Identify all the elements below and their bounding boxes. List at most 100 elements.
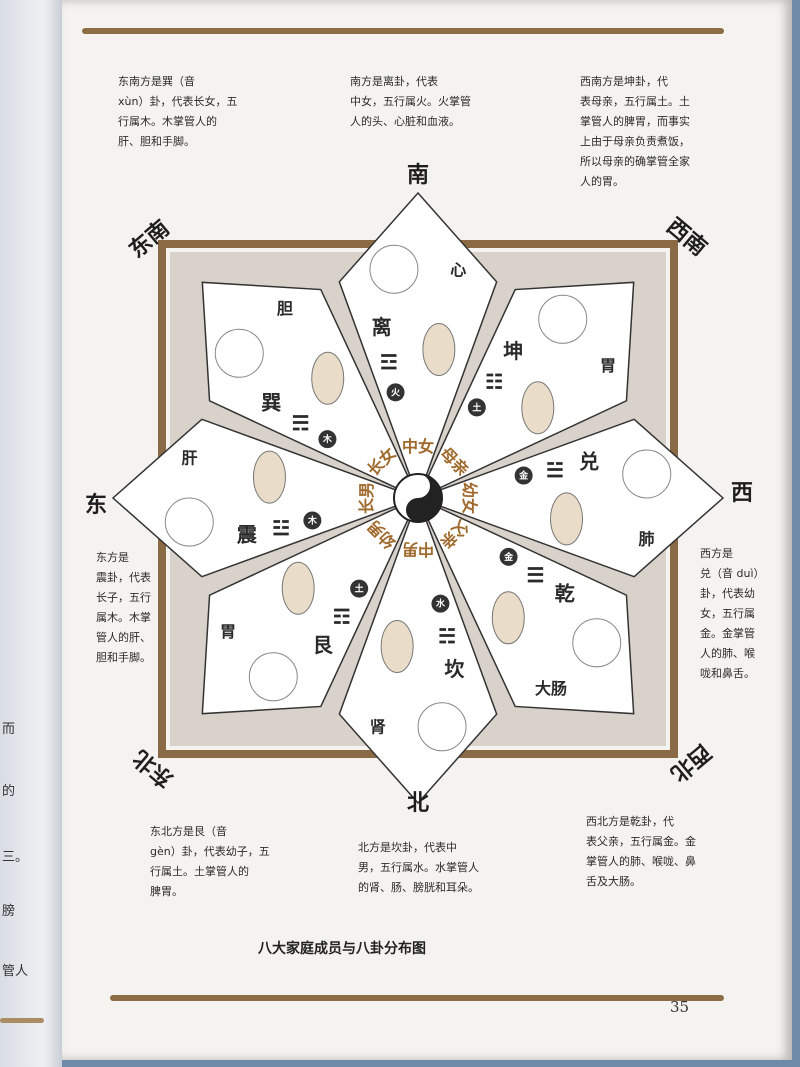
figure-caption: 八大家庭成员与八卦分布图: [258, 941, 426, 957]
family-member-label: 中男: [402, 540, 434, 559]
desc-line: 表父亲，五行属金。金: [586, 835, 696, 848]
desc-line: 卦，代表幼: [700, 587, 755, 600]
desc-north: 北方是坎卦，代表中 男，五行属水。水掌管人 的肾、肠、膀胱和耳朵。: [358, 838, 508, 898]
trigram-symbol: ☶: [333, 604, 351, 628]
direction-west: 西: [731, 480, 753, 506]
left-page-edge: 而 的 三。 膀 管人: [0, 0, 62, 1067]
element-label: 木: [322, 433, 333, 445]
desc-east: 东方是 震卦，代表 长子，五行 属木。木掌 管人的肝、 胆和手脚。: [96, 548, 176, 668]
desc-line: 东北方是艮（音: [150, 825, 227, 838]
element-label: 金: [518, 470, 529, 482]
element-label: 水: [436, 598, 446, 610]
element-badge: [318, 430, 337, 449]
organ-label: 肺: [638, 529, 654, 548]
desc-northwest: 西北方是乾卦，代 表父亲，五行属金。金 掌管人的肺、喉咙、鼻 舌及大肠。: [586, 812, 726, 892]
left-page-rule: [0, 1018, 44, 1023]
family-member-figure-icon: [422, 322, 456, 376]
top-rule: [82, 28, 724, 34]
desc-northeast: 东北方是艮（音 gèn）卦，代表幼子，五 行属土。土掌管人的 脾胃。: [150, 822, 300, 902]
sector-s: 心离 ☲ 火中女: [338, 191, 498, 501]
organ-illustration-icon: [248, 652, 298, 702]
desc-line: 所以母亲的确掌管全家: [580, 155, 690, 168]
element-label: 火: [391, 387, 401, 398]
desc-line: 上由于母亲负责煮饭，: [580, 135, 690, 148]
trigram-symbol: ☷: [485, 370, 503, 394]
organ-illustration-icon: [572, 618, 622, 668]
family-member-figure-icon: [380, 620, 414, 674]
organ-illustration-icon: [164, 497, 214, 547]
trigram-name: 坤: [503, 339, 523, 363]
sector-e: 肝震☳木长男: [111, 418, 421, 578]
element-badge: [386, 383, 405, 402]
organ-label: 心: [450, 261, 466, 280]
element-badge: [514, 466, 533, 485]
trigram-name: 坎: [444, 657, 465, 681]
element-label: 金: [503, 551, 514, 563]
desc-line: 西方是: [700, 547, 733, 560]
left-page-fragment: 的: [2, 784, 16, 799]
desc-line: 舌及大肠。: [586, 875, 641, 888]
direction-north: 北: [407, 790, 429, 816]
organ-illustration-icon: [622, 449, 672, 499]
trigram-symbol: ☴: [292, 411, 310, 435]
trigram-symbol: ☳: [272, 516, 290, 540]
element-badge: [431, 594, 450, 613]
desc-south: 南方是离卦，代表 中女，五行属火。火掌管 人的头、心脏和血液。: [350, 72, 500, 132]
desc-line: 行属土。土掌管人的: [150, 865, 249, 878]
desc-line: 掌管人的肺、喉咙、鼻: [586, 855, 696, 868]
organ-label: 胆: [277, 299, 293, 318]
sector-w: 肺兑☱金幼女: [415, 418, 725, 578]
element-label: 土: [472, 401, 481, 413]
desc-west: 西方是 兑（音 duì） 卦，代表幼 女，五行属 金。金掌管 人的肺、喉 咙和鼻…: [700, 544, 790, 684]
desc-line: 的肾、肠、膀胱和耳朵。: [358, 881, 479, 894]
trigram-name: 震: [237, 522, 258, 546]
desc-line: 咙和鼻舌。: [700, 667, 755, 680]
family-member-label: 中女: [402, 437, 434, 456]
organ-illustration-icon: [214, 328, 264, 378]
desc-line: 东南方是巽（音: [118, 75, 195, 88]
organ-illustration-icon: [369, 244, 419, 294]
organ-label: 胃: [220, 622, 236, 641]
family-member-label: 长男: [357, 482, 376, 514]
organ-label: 胃: [600, 356, 616, 375]
left-page-fragment: 三。: [2, 850, 29, 865]
desc-line: gèn）卦，代表幼子，五: [150, 845, 270, 858]
sector-se: 胆巽☴木长女: [201, 281, 420, 500]
trigram-name: 巽: [261, 391, 281, 415]
element-label: 土: [355, 583, 364, 595]
direction-south: 南: [407, 162, 429, 188]
desc-line: 东方是: [96, 551, 129, 564]
direction-southwest: 西南: [661, 213, 711, 261]
family-member-figure-icon: [311, 351, 345, 405]
desc-line: 长子，五行: [96, 591, 151, 604]
desc-line: xùn）卦，代表长女，五: [118, 95, 238, 108]
desc-line: 胆和手脚。: [96, 651, 151, 664]
sector-ne: 胃艮☶土幼男: [201, 496, 420, 715]
family-member-figure-icon: [491, 591, 525, 645]
desc-line: 震卦，代表: [96, 571, 151, 584]
element-label: 木: [307, 514, 318, 526]
desc-line: 表母亲，五行属土。土: [580, 95, 690, 108]
desc-line: 西南方是坤卦，代: [580, 75, 668, 88]
desc-line: 行属木。木掌管人的: [118, 115, 217, 128]
direction-east: 东: [85, 492, 107, 518]
desc-line: 中女，五行属火。火掌管: [350, 95, 471, 108]
trigram-symbol: ☱: [546, 458, 564, 482]
desc-line: 女，五行属: [700, 607, 755, 620]
trigram-name: 兑: [579, 450, 599, 474]
trigram-name: 乾: [555, 581, 575, 605]
desc-line: 男，五行属水。水掌管人: [358, 861, 479, 874]
trigram-name: 离: [372, 315, 392, 339]
trigram-symbol: ☵: [438, 624, 456, 648]
desc-line: 南方是离卦，代表: [350, 75, 438, 88]
left-page-fragment: 而: [2, 722, 16, 737]
trigram-name: 艮: [313, 633, 334, 657]
trigram-symbol: ☲: [380, 350, 398, 374]
sector-n: 肾坎☵水中男: [338, 495, 498, 805]
desc-line: 兑（音 duì）: [700, 567, 765, 580]
desc-southeast: 东南方是巽（音 xùn）卦，代表长女，五 行属木。木掌管人的 肝、胆和手脚。: [118, 72, 268, 152]
element-badge: [499, 547, 518, 566]
desc-line: 掌管人的脾胃，而事实: [580, 115, 690, 128]
desc-line: 人的头、心脏和血液。: [350, 115, 460, 128]
element-badge: [467, 398, 486, 417]
